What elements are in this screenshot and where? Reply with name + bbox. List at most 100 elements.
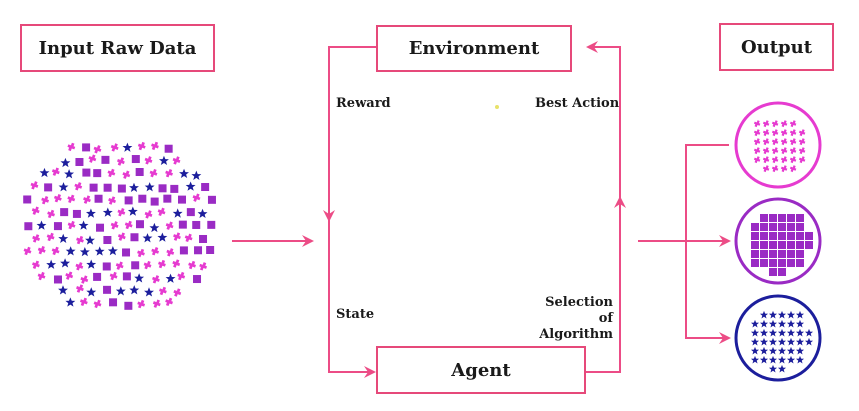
navy-star-icon (127, 206, 138, 216)
magenta-puzzle-icon (50, 166, 61, 177)
purple-square-icon (796, 259, 804, 267)
purple-square-icon (150, 197, 159, 206)
navy-star-icon (129, 285, 140, 295)
magenta-puzzle-icon (73, 181, 84, 192)
purple-square-icon (760, 259, 768, 267)
agent-title: Agent (451, 359, 511, 381)
magenta-puzzle-icon (45, 231, 56, 243)
cycle-arrows (232, 41, 731, 378)
magenta-puzzle-icon (116, 156, 126, 167)
navy-star-icon (46, 259, 57, 269)
magenta-puzzle-icon (143, 155, 154, 166)
purple-square-icon (787, 250, 795, 258)
magenta-puzzle-icon (114, 260, 125, 271)
purple-square-icon (24, 222, 33, 231)
purple-square-icon (769, 232, 777, 240)
magenta-puzzle-icon (36, 271, 47, 282)
purple-square-icon (760, 223, 768, 231)
navy-star-icon (58, 182, 69, 192)
purple-square-icon (805, 232, 813, 240)
purple-square-icon (44, 183, 53, 192)
purple-square-icon (796, 214, 804, 222)
magenta-puzzle-icon (79, 296, 89, 307)
magenta-puzzle-icon (136, 141, 147, 152)
purple-square-icon (122, 248, 131, 257)
purple-square-icon (769, 250, 777, 258)
purple-square-icon (131, 155, 140, 164)
purple-square-icon (130, 233, 139, 242)
magenta-puzzle-icon (176, 271, 187, 282)
magenta-puzzle-icon (22, 245, 33, 257)
navy-star-icon (102, 207, 113, 217)
purple-square-icon (787, 259, 795, 267)
navy-star-icon (115, 286, 126, 296)
purple-square-icon (124, 301, 133, 310)
purple-square-icon (760, 214, 768, 222)
magenta-puzzle-icon (172, 287, 183, 298)
purple-square-icon (164, 144, 173, 153)
purple-square-icon (805, 241, 813, 249)
navy-star-icon (107, 245, 118, 256)
purple-square-icon (89, 183, 98, 192)
magenta-puzzle-icon (116, 207, 127, 218)
purple-square-icon (96, 223, 105, 232)
navy-star-icon (64, 169, 75, 179)
magenta-puzzle-icon (31, 233, 41, 244)
magenta-puzzle-icon (46, 208, 56, 220)
purple-square-icon (135, 168, 144, 177)
navy-star-icon (179, 168, 189, 179)
purple-square-icon (103, 183, 112, 192)
navy-star-icon (78, 220, 89, 230)
magenta-puzzle-icon (66, 193, 77, 204)
navy-star-icon (85, 235, 95, 245)
purple-square-icon (787, 214, 795, 222)
purple-square-icon (778, 250, 786, 258)
magenta-puzzle-icon (136, 299, 147, 310)
magenta-puzzle-icon (164, 220, 175, 231)
output-title: Output (740, 36, 813, 58)
purple-square-icon (769, 268, 777, 276)
purple-square-icon (787, 241, 795, 249)
magenta-puzzle-icon (143, 209, 154, 220)
magenta-puzzle-icon (75, 234, 85, 246)
purple-square-icon (193, 275, 202, 284)
navy-star-icon (129, 182, 139, 193)
magenta-puzzle-icon (64, 270, 75, 281)
selection-of-algorithm-label: Selection of Algorithm (531, 295, 613, 343)
magenta-puzzle-icon (66, 220, 77, 231)
magenta-puzzle-icon (53, 193, 63, 204)
magenta-puzzle-icon (136, 247, 146, 259)
magenta-puzzle-icon (87, 153, 98, 164)
best-action-label: Best Action (535, 96, 620, 111)
magenta-puzzle-icon (109, 142, 120, 153)
purple-square-icon (93, 169, 102, 178)
purple-square-icon (53, 275, 62, 284)
purple-square-icon (787, 232, 795, 240)
purple-square-icon (103, 285, 112, 294)
magenta-puzzle-icon (116, 231, 127, 242)
magenta-puzzle-icon (108, 270, 119, 282)
navy-star-icon (36, 220, 47, 230)
navy-star-icon (60, 258, 71, 268)
yellow-dot (495, 105, 499, 109)
purple-square-icon (178, 220, 187, 229)
purple-square-icon (201, 183, 210, 192)
purple-square-icon (109, 298, 118, 307)
magenta-puzzle-icon (92, 144, 103, 155)
purple-square-icon (93, 272, 102, 281)
magenta-puzzle-icon (109, 220, 120, 231)
purple-square-icon (170, 184, 179, 193)
magenta-puzzle-icon (151, 298, 162, 309)
purple-square-icon (101, 155, 110, 164)
purple-square-icon (82, 143, 91, 152)
reward-label: Reward (336, 96, 391, 111)
environment-box: Environment (376, 25, 572, 72)
purple-square-icon (102, 262, 111, 271)
purple-square-icon (192, 220, 201, 229)
purple-square-icon (769, 259, 777, 267)
magenta-puzzle-icon (40, 195, 50, 206)
navy-star-icon (191, 170, 202, 180)
purple-square-icon (199, 234, 208, 243)
state-label: State (336, 307, 375, 322)
navy-star-icon (159, 155, 169, 166)
